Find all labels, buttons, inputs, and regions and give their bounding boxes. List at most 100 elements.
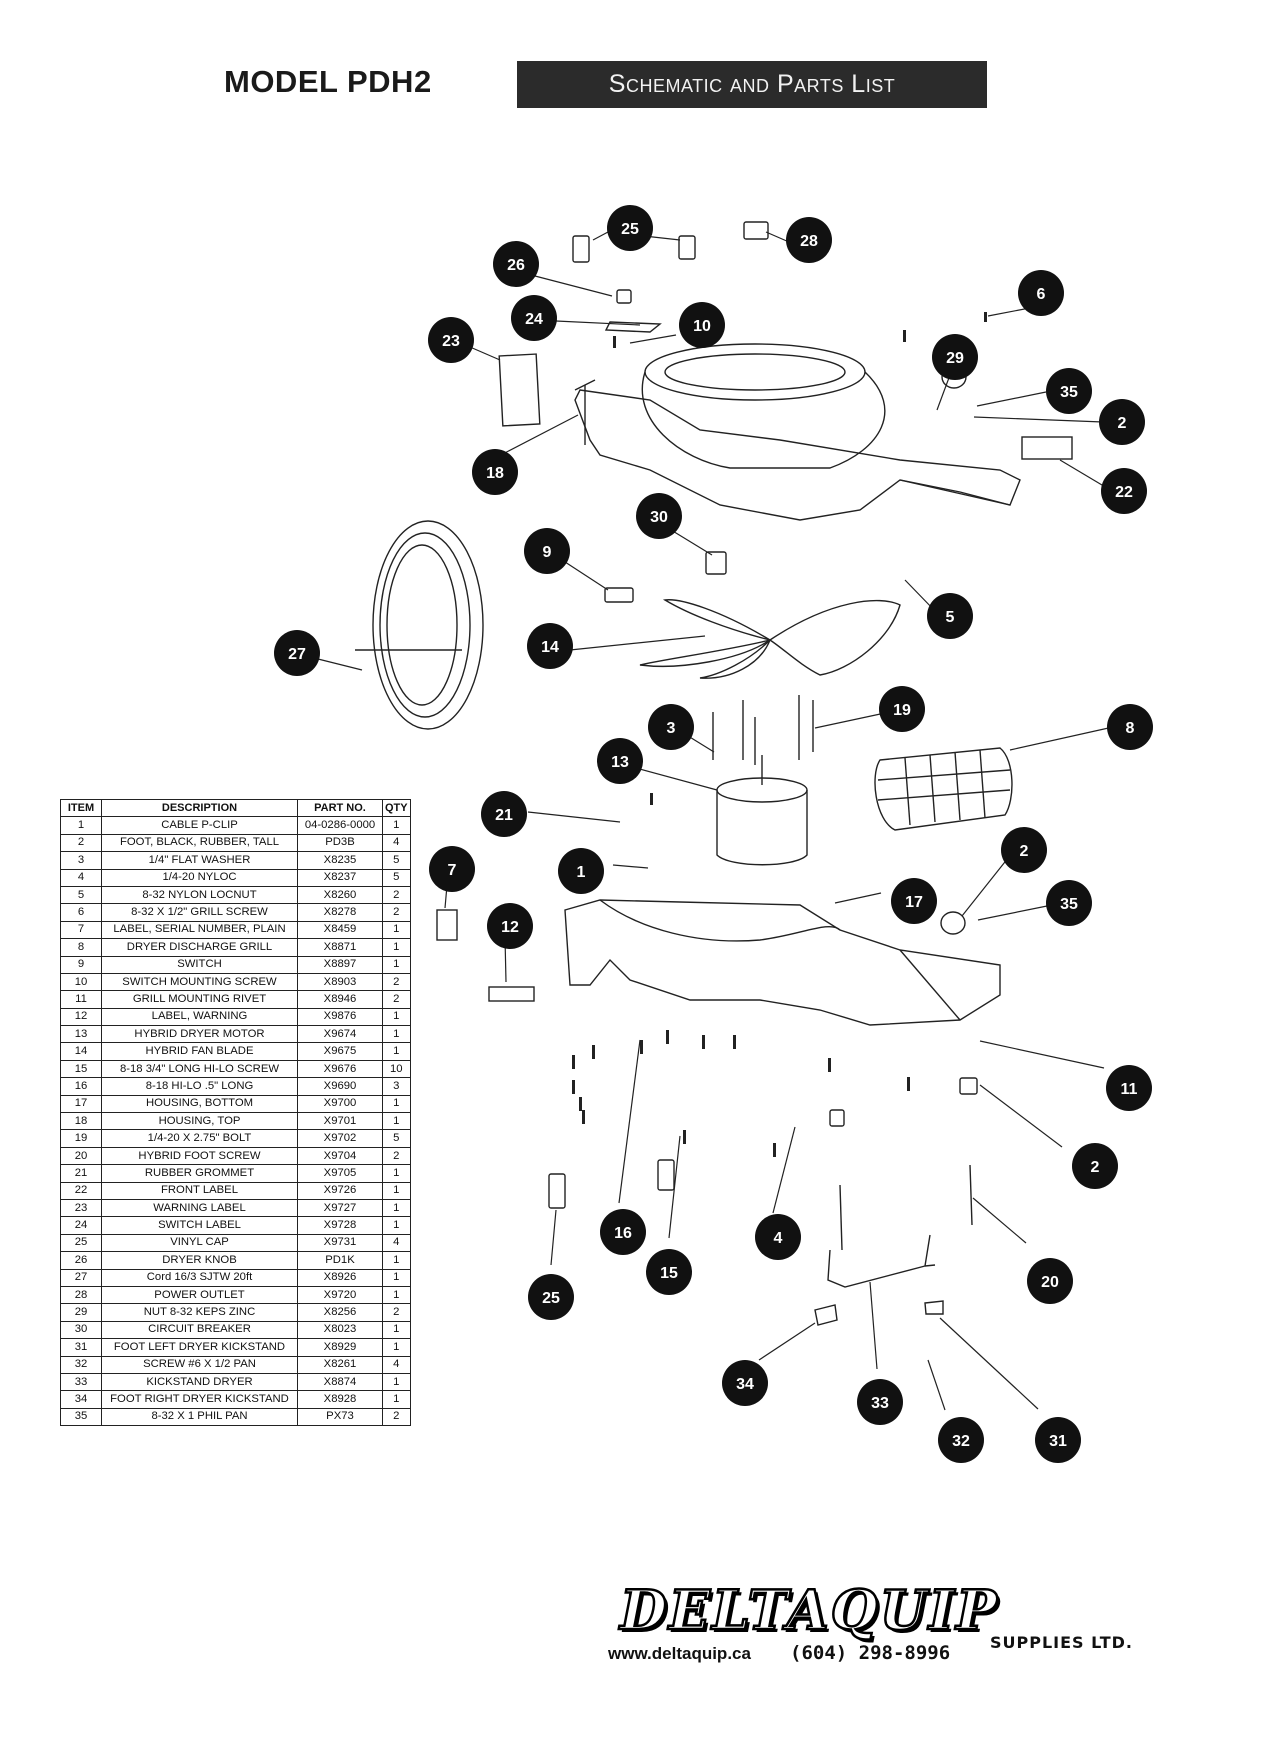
- cell-description: HOUSING, TOP: [101, 1112, 298, 1131]
- callout-number: 14: [541, 639, 559, 656]
- kickstand-part: [827, 1234, 936, 1288]
- callout-circle: 25: [607, 205, 653, 251]
- cell-item: 17: [60, 1094, 102, 1114]
- callout-number: 2: [1091, 1159, 1100, 1176]
- cell-part-no: X8871: [297, 938, 383, 957]
- cell-qty: 1: [382, 1285, 411, 1305]
- cell-item: 30: [60, 1320, 102, 1340]
- cell-part-no: X8261: [297, 1355, 383, 1374]
- cell-item: 5: [60, 885, 102, 905]
- callout-number: 34: [736, 1376, 754, 1393]
- cell-description: KICKSTAND DRYER: [101, 1372, 298, 1392]
- cell-qty: 2: [382, 903, 411, 922]
- cell-item: 26: [60, 1251, 102, 1270]
- callout-number: 27: [288, 646, 306, 663]
- cell-qty: 1: [382, 1042, 411, 1061]
- cell-part-no: X8874: [297, 1372, 383, 1392]
- vinyl-cap-part: [678, 235, 696, 260]
- callout-circle: 8: [1107, 704, 1153, 750]
- callout-number: 32: [952, 1433, 970, 1450]
- cell-qty: 1: [382, 938, 411, 957]
- cell-description: DRYER DISCHARGE GRILL: [101, 938, 298, 957]
- cell-part-no: X8926: [297, 1268, 383, 1287]
- cell-qty: 5: [382, 1129, 411, 1148]
- callout-number: 11: [1121, 1081, 1138, 1098]
- cell-part-no: PX73: [297, 1407, 383, 1427]
- website-link[interactable]: www.deltaquip.ca: [608, 1644, 751, 1663]
- cell-qty: 1: [382, 1007, 411, 1027]
- cell-part-no: X8023: [297, 1320, 383, 1340]
- warning-label-part: [498, 353, 541, 427]
- cell-qty: 4: [382, 1355, 411, 1374]
- cell-qty: 1: [382, 1216, 411, 1235]
- cell-part-no: X8260: [297, 885, 383, 905]
- callout-number: 25: [542, 1290, 560, 1307]
- callout-number: 31: [1049, 1433, 1067, 1450]
- callout-circle: 27: [274, 630, 320, 676]
- callout-circle: 11: [1106, 1065, 1152, 1111]
- cell-qty: 2: [382, 1303, 411, 1322]
- callout-number: 8: [1126, 720, 1135, 737]
- callout-number: 21: [495, 807, 513, 824]
- cell-description: NUT 8-32 KEPS ZINC: [101, 1303, 298, 1322]
- cell-item: 7: [60, 920, 102, 940]
- cell-item: 34: [60, 1390, 102, 1409]
- foot-screw-part: [839, 1184, 843, 1251]
- cell-description: 1/4" FLAT WASHER: [101, 851, 298, 870]
- callout-number: 20: [1041, 1274, 1059, 1291]
- cell-qty: 1: [382, 1198, 411, 1218]
- cell-description: 1/4-20 NYLOC: [101, 868, 298, 887]
- callout-number: 33: [871, 1395, 889, 1412]
- callout-number: 25: [621, 221, 639, 238]
- cell-item: 2: [60, 833, 102, 853]
- cell-item: 12: [60, 1007, 102, 1027]
- callout-circle: 15: [646, 1249, 692, 1295]
- cell-description: 1/4-20 X 2.75" BOLT: [101, 1129, 298, 1148]
- cell-description: WARNING LABEL: [101, 1198, 298, 1218]
- cell-qty: 1: [382, 1094, 411, 1114]
- cell-description: 8-32 X 1 PHIL PAN: [101, 1407, 298, 1427]
- callout-number: 17: [905, 894, 923, 911]
- cell-item: 1: [60, 816, 102, 835]
- cell-part-no: X9720: [297, 1285, 383, 1305]
- cell-description: FOOT, BLACK, RUBBER, TALL: [101, 833, 298, 853]
- vinyl-cap-part: [572, 235, 590, 263]
- page-title: Schematic and Parts List: [517, 61, 987, 108]
- callout-circle: 17: [891, 878, 937, 924]
- callout-circle: 2: [1001, 827, 1047, 873]
- cell-description: CIRCUIT BREAKER: [101, 1320, 298, 1340]
- model-title: MODEL PDH2: [224, 64, 432, 99]
- cell-item: 4: [60, 868, 102, 887]
- callout-circle: 10: [679, 302, 725, 348]
- housing-bottom-part: [564, 899, 1001, 1026]
- housing-top-part: [574, 343, 1021, 521]
- cell-item: 21: [60, 1164, 102, 1183]
- power-cord-part: [355, 520, 484, 730]
- cell-description: HYBRID DRYER MOTOR: [101, 1025, 298, 1044]
- callout-number: 1: [577, 864, 586, 881]
- callout-number: 30: [650, 509, 668, 526]
- cell-description: 8-18 3/4" LONG HI-LO SCREW: [101, 1059, 298, 1079]
- cell-part-no: X9704: [297, 1146, 383, 1166]
- cell-qty: 1: [382, 1112, 411, 1131]
- callout-circle: 30: [636, 493, 682, 539]
- cell-description: FOOT RIGHT DRYER KICKSTAND: [101, 1390, 298, 1409]
- cell-description: LABEL, WARNING: [101, 1007, 298, 1027]
- cell-item: 32: [60, 1355, 102, 1374]
- cell-description: VINYL CAP: [101, 1233, 298, 1253]
- callout-number: 28: [800, 233, 818, 250]
